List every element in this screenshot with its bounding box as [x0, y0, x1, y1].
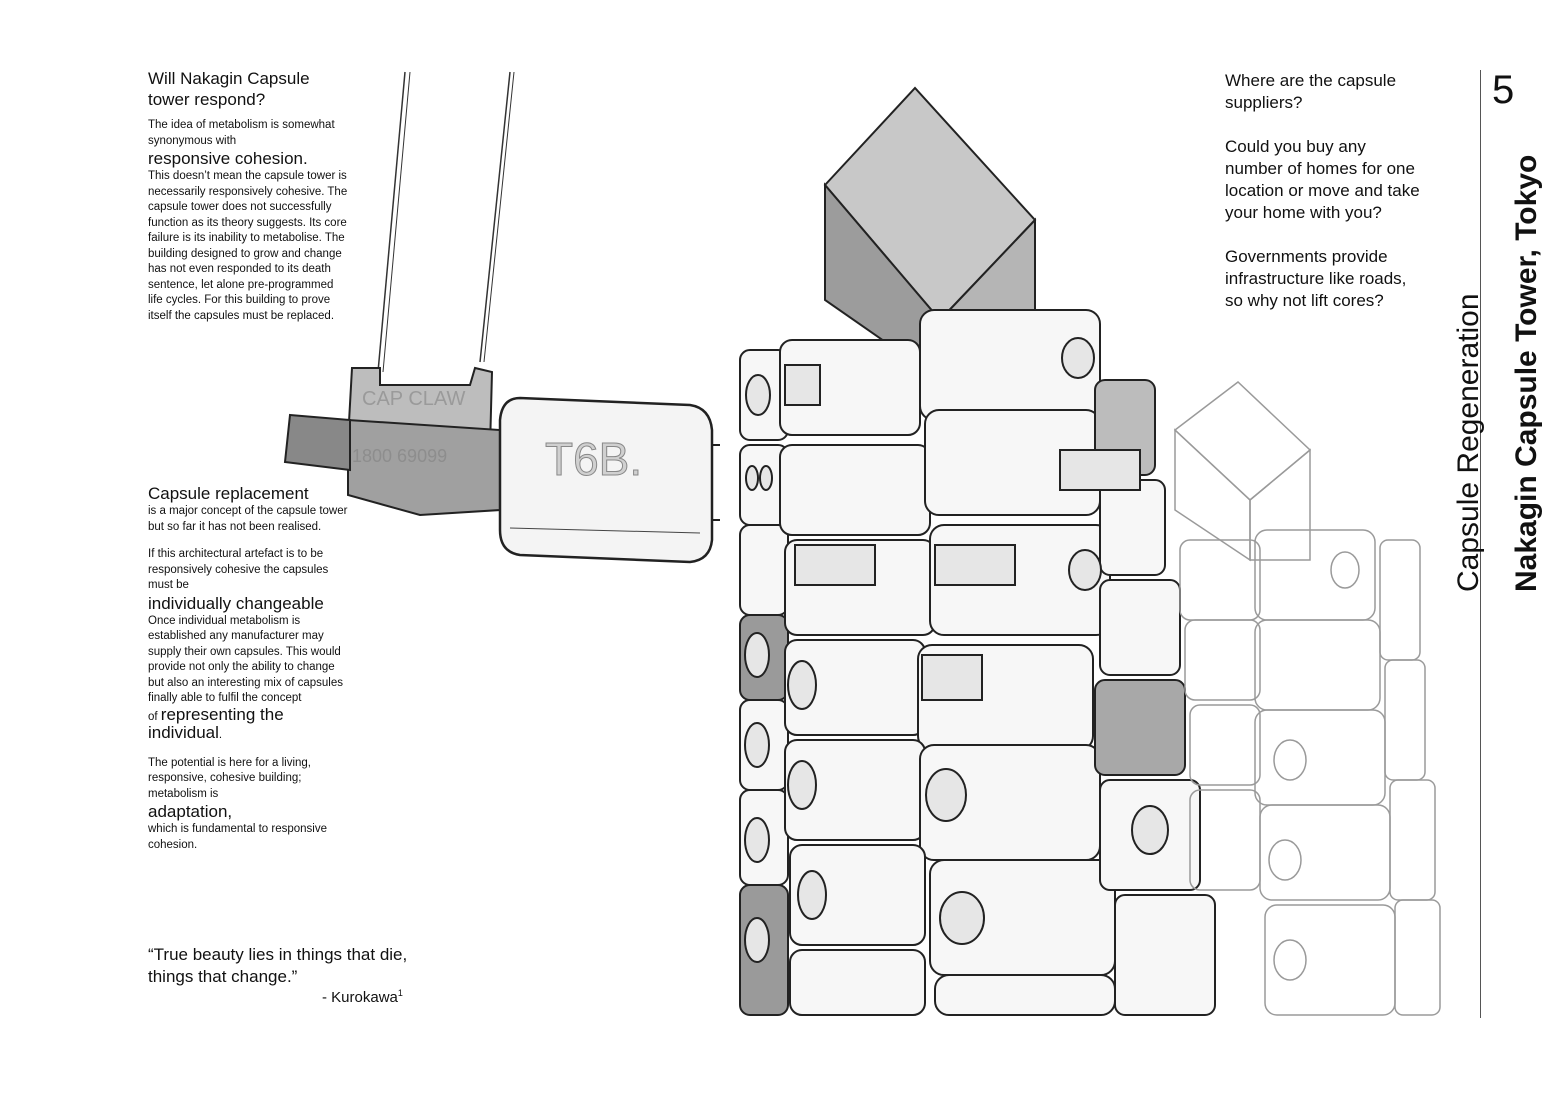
emphasis-representing-individual: representing the individual: [148, 704, 284, 742]
left-column: Will Nakagin Capsule tower respond? The …: [148, 68, 348, 324]
para1-body: This doesn’t mean the capsule tower is n…: [148, 170, 348, 322]
tower-capsules: [739, 309, 1216, 1016]
quote-attribution: - Kurokawa1: [322, 988, 403, 1006]
hanging-capsule: T6B.: [498, 396, 720, 564]
kurokawa-quote: “True beauty lies in things that die, th…: [148, 945, 408, 986]
claw-label: CAP CLAW: [362, 388, 465, 410]
para4-body: which is fundamental to responsive cohes…: [148, 823, 327, 851]
emphasis-adaptation: adaptation: [148, 802, 228, 821]
crane-cable-left: [377, 71, 406, 373]
left-column-lower: Capsule replacement is a major concept o…: [148, 484, 348, 851]
para1-intro: The idea of metabolism is somewhat synon…: [148, 119, 335, 147]
footnote-marker: 1: [397, 988, 403, 998]
question-suppliers: Where are the capsule suppliers?: [1225, 71, 1397, 112]
claw-phone: 1800 69099: [352, 446, 447, 466]
title-divider: [1480, 70, 1481, 1018]
capsule-windows: [744, 337, 1169, 963]
emphasis-individually-changeable: individually changeable: [148, 593, 324, 613]
para-metabolism: The idea of metabolism is somewhat synon…: [148, 119, 348, 322]
question-lift-cores: Governments provide infrastructure like …: [1225, 247, 1407, 310]
ghost-tower: [1173, 381, 1441, 1016]
page-number: 5: [1492, 68, 1515, 112]
capsule-claw: CAP CLAW 1800 69099: [283, 366, 501, 517]
para4-intro: The potential is here for a living, resp…: [148, 756, 312, 800]
page-subtitle: Capsule Regeneration: [1452, 293, 1485, 592]
page-title: Nakagin Capsule Tower, Tokyo: [1510, 154, 1543, 592]
question-buy-homes: Could you buy any number of homes for on…: [1225, 137, 1420, 222]
para3-intro: If this architectural artefact is to be …: [148, 548, 329, 591]
heading-capsule-replacement: Capsule replacement: [148, 484, 309, 503]
para3-body: Once individual metabolism is establishe…: [148, 614, 343, 705]
para2: is a major concept of the capsule tower …: [148, 505, 348, 533]
emphasis-responsive-cohesion: responsive cohesion: [148, 149, 303, 168]
right-column: Where are the capsule suppliers? Could y…: [1225, 70, 1425, 334]
capsule-label: T6B.: [545, 433, 642, 485]
crane-cable-right: [479, 71, 511, 363]
heading-will-respond: Will Nakagin Capsule tower respond?: [148, 69, 310, 109]
